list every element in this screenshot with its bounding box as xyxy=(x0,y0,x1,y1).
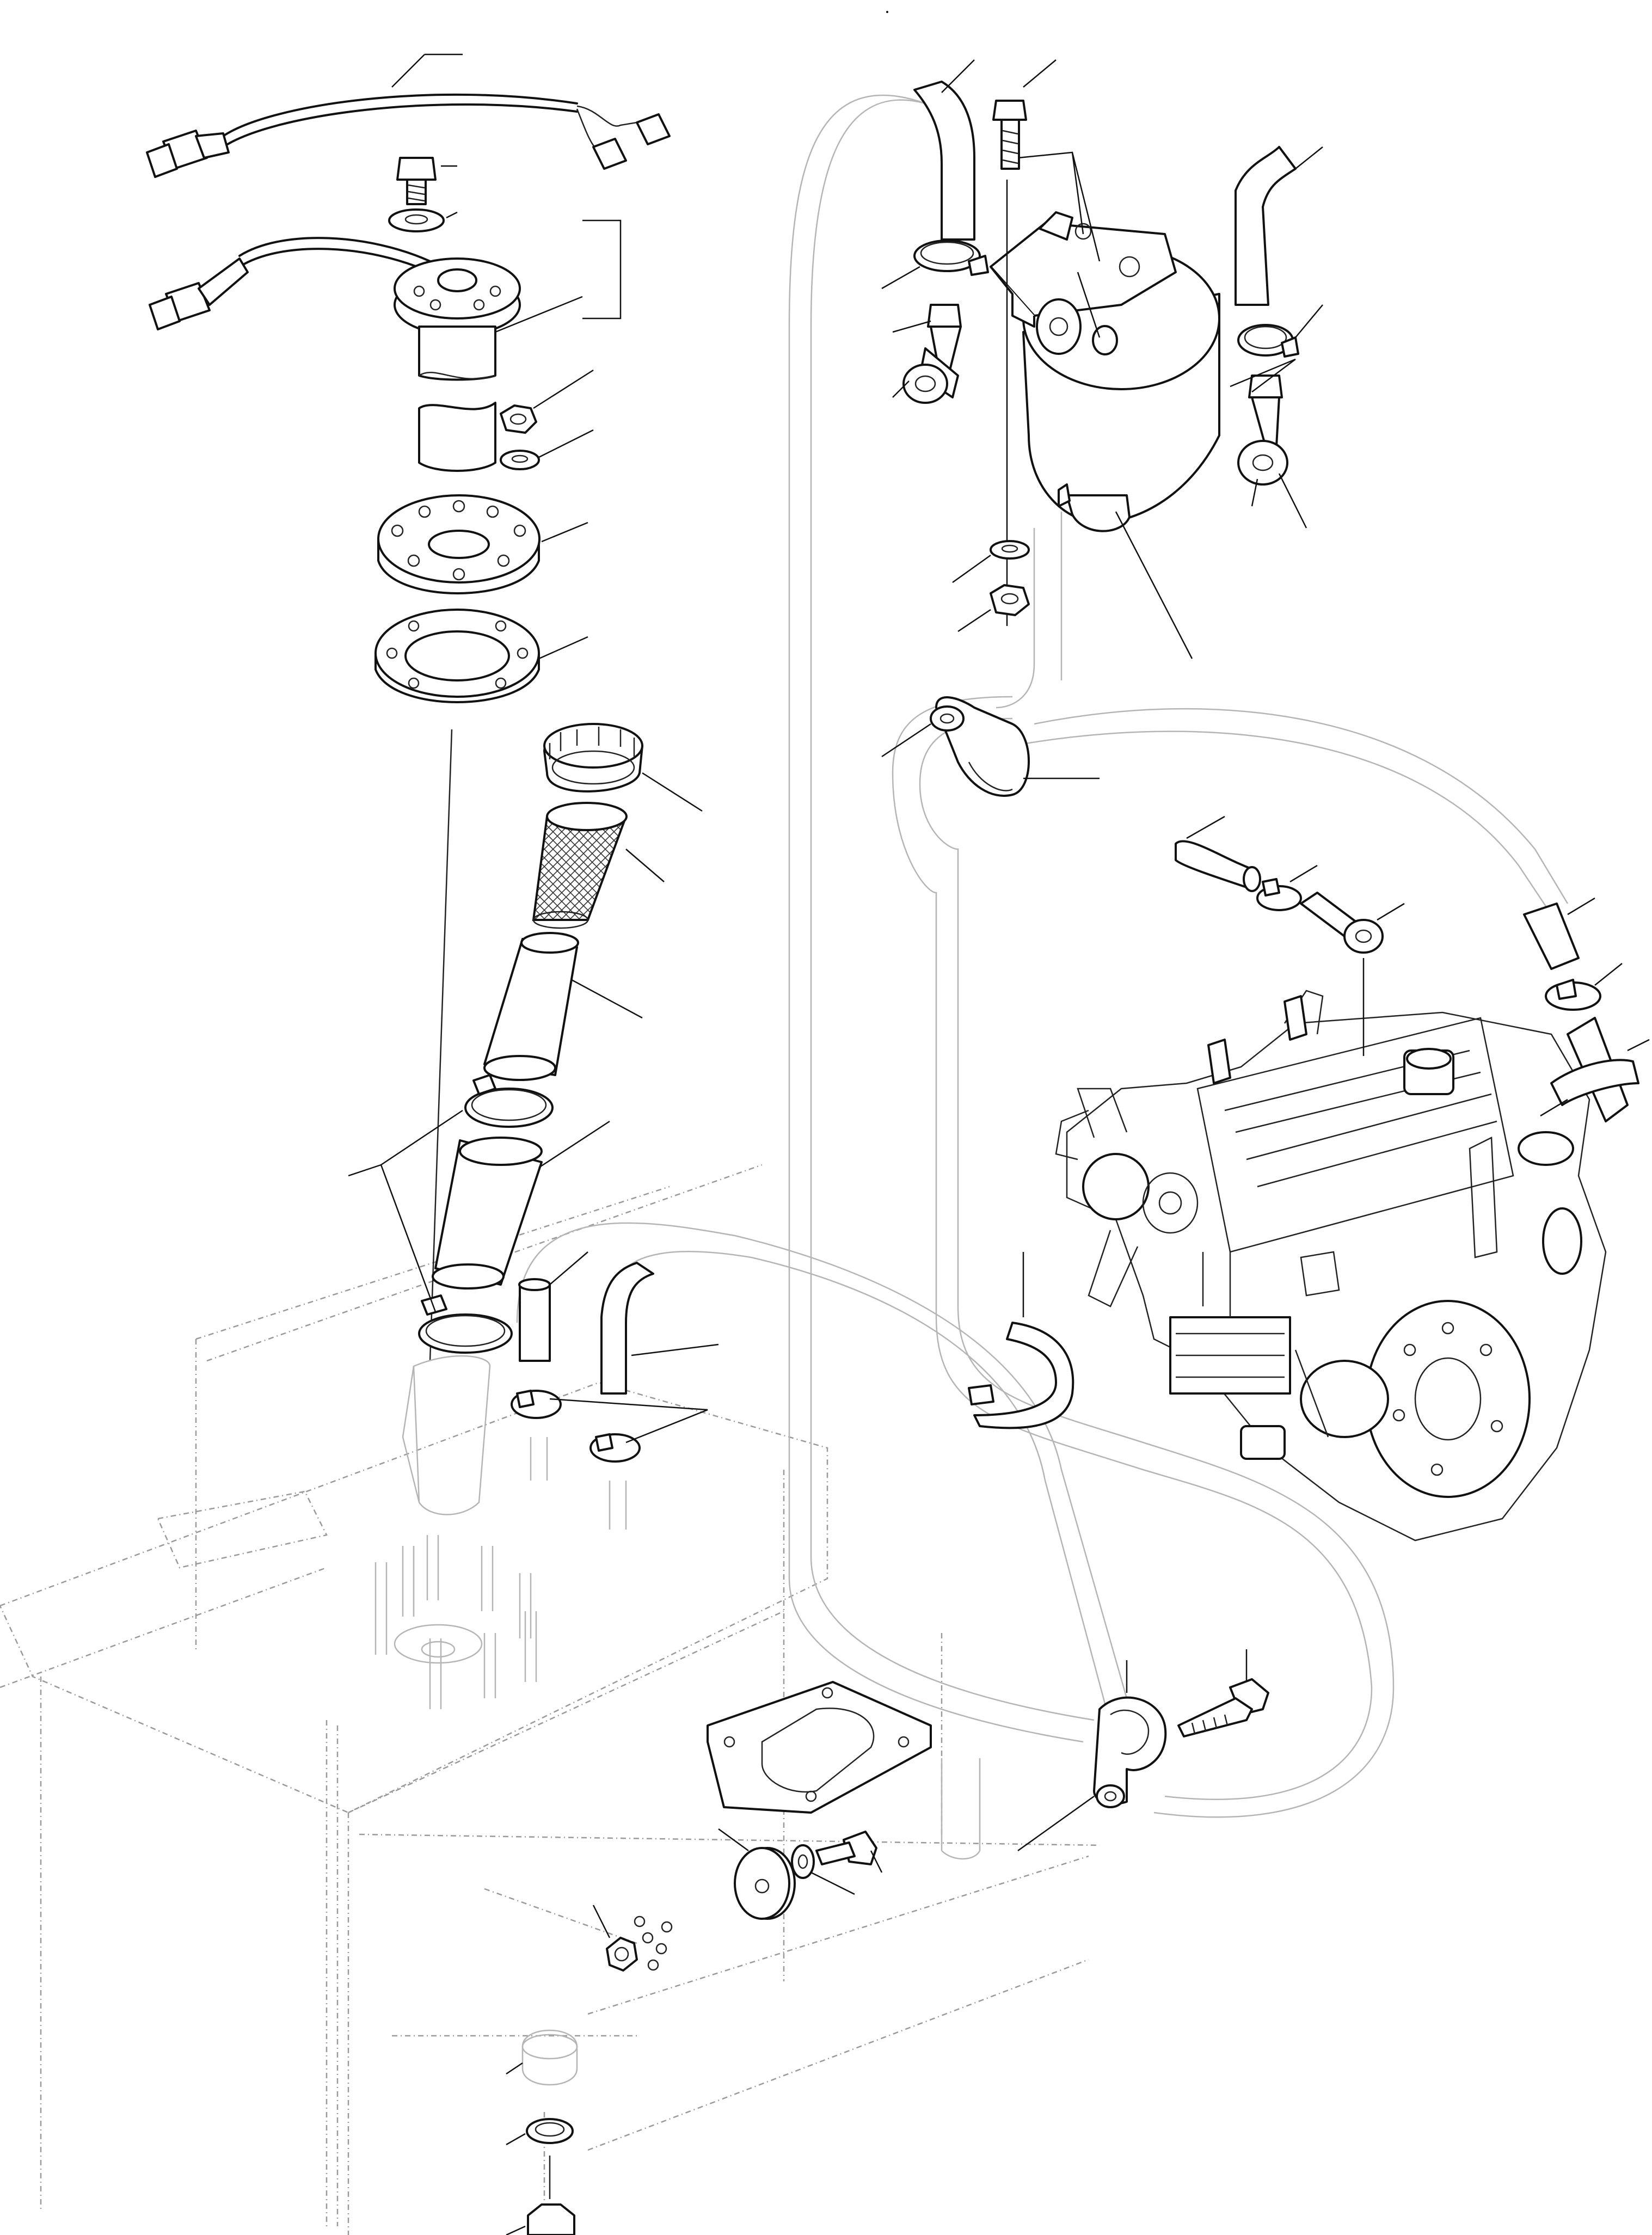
hose-routes xyxy=(516,94,1569,1818)
filler-tube-upper xyxy=(483,932,643,1081)
fuel-hose xyxy=(913,59,975,241)
p-clip xyxy=(1017,1660,1167,1852)
tank-outlet-pipe xyxy=(941,1758,981,1860)
strap xyxy=(968,1252,1074,1429)
tank-filler-neck xyxy=(402,1355,491,1515)
banjo-fitting xyxy=(1300,892,1405,1056)
hose-clamp xyxy=(1545,963,1623,1011)
hose-clamp xyxy=(348,1164,513,1354)
connector-icon xyxy=(149,257,249,330)
fuel-hose xyxy=(1175,815,1261,892)
connector-icon xyxy=(146,130,230,178)
sender-washer xyxy=(500,429,594,470)
tank-studs xyxy=(374,1535,537,1709)
fuel-hose xyxy=(1523,897,1595,970)
filter-nut xyxy=(957,584,1030,633)
fuel-level-sender xyxy=(149,219,622,472)
filter-bolt xyxy=(992,59,1057,170)
engine xyxy=(1055,990,1607,1542)
tank-hose-nipple xyxy=(530,1437,627,1530)
hose-clamp xyxy=(549,1398,708,1463)
filler-cap-ring xyxy=(543,723,703,812)
banjo-fitting xyxy=(892,304,962,404)
hose-clamp xyxy=(380,1074,554,1166)
tank-nut xyxy=(592,1905,673,1972)
wire-harness xyxy=(146,53,671,178)
rubber-mount xyxy=(718,1828,796,1920)
fuel-hose xyxy=(518,1251,588,1362)
hose-clamp xyxy=(1237,304,1323,358)
fuel-sender-bolt xyxy=(396,157,457,205)
banjo-fitting xyxy=(1230,358,1307,529)
tee-fitting xyxy=(1540,1017,1650,1122)
fuel-hose xyxy=(600,1262,719,1395)
mounting-flange xyxy=(377,494,588,594)
p-clip xyxy=(881,696,1100,797)
connector-icon xyxy=(592,113,671,170)
filter-washer xyxy=(952,540,1030,584)
flange-gasket xyxy=(374,609,588,703)
mount-washer xyxy=(791,1844,855,1895)
filler-tube-lower xyxy=(432,1120,610,1290)
mount-bolt xyxy=(815,1831,883,1873)
hose-clamp xyxy=(1256,864,1318,911)
sender-nut xyxy=(500,369,594,434)
fuel-filter-water-separator xyxy=(990,151,1220,659)
dot-mark xyxy=(886,11,888,13)
filler-strainer xyxy=(532,802,665,929)
hose-clamp xyxy=(881,240,989,290)
assembly-centerline xyxy=(429,729,453,1361)
fuel-hose xyxy=(1235,146,1323,306)
hose-clamp xyxy=(511,1390,562,1419)
drain-plug xyxy=(506,2029,578,2235)
fuel-sender-washer xyxy=(388,208,458,232)
access-cover-plate xyxy=(707,1681,932,1814)
fuel-tank xyxy=(0,1164,1100,2235)
clip-bolt xyxy=(1177,1649,1269,1737)
